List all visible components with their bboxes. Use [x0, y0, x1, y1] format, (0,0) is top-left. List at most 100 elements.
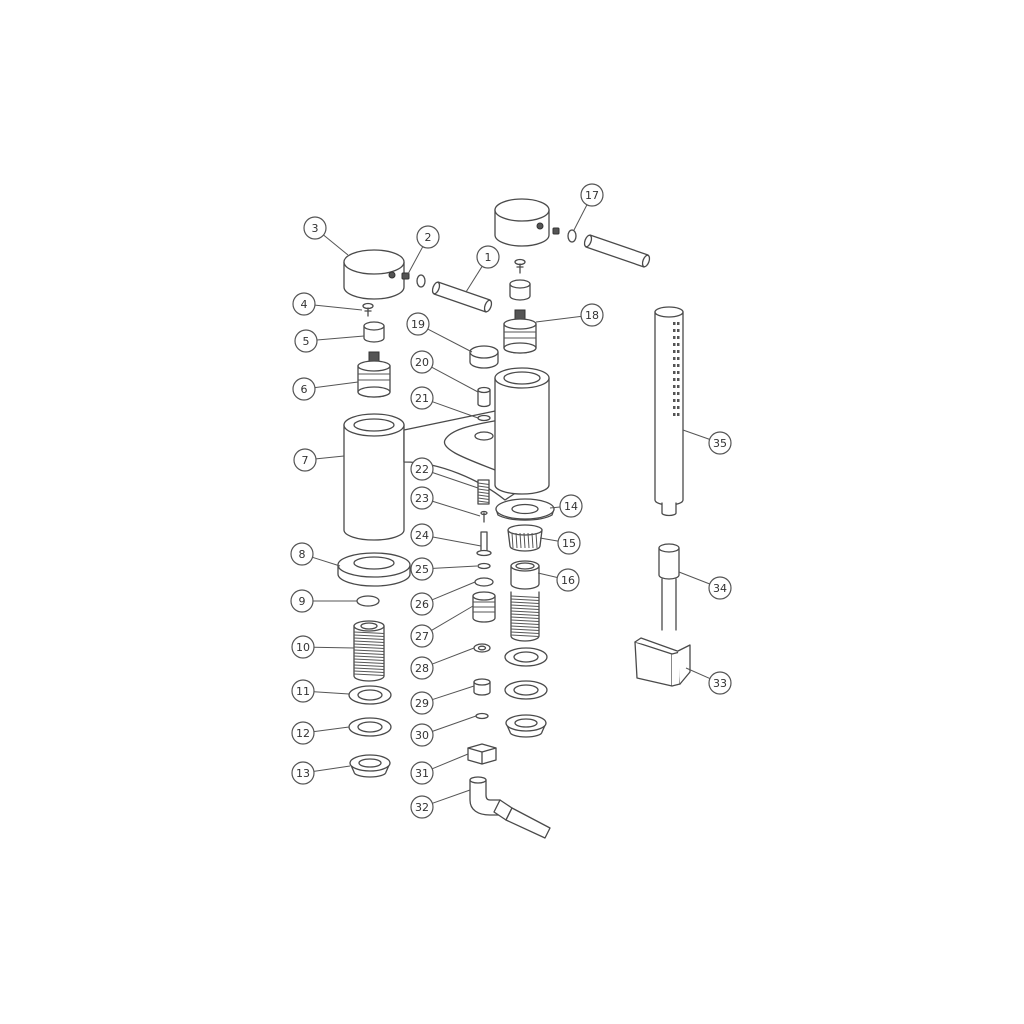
flute-line: [515, 532, 518, 549]
callout-32: 32: [410, 795, 434, 819]
callout-circle: [708, 671, 732, 695]
callout-label: 10: [296, 641, 310, 654]
part-15-fluted-nut: [507, 524, 543, 552]
callout-35: 35: [708, 431, 732, 455]
spray-hole: [673, 343, 676, 346]
callout-8: 8: [290, 542, 314, 566]
thread-line: [510, 619, 540, 622]
callout-circle: [410, 656, 434, 680]
callout-label: 27: [415, 630, 429, 643]
callout-circle: [708, 576, 732, 600]
thread-line: [353, 649, 385, 652]
callout-circle: [290, 589, 314, 613]
leader-line-2: [407, 246, 424, 275]
callout-label: 18: [585, 309, 599, 322]
callout-9: 9: [290, 589, 314, 613]
flute-line: [511, 532, 514, 549]
callout-circle: [476, 245, 500, 269]
thread-line: [510, 613, 540, 616]
callout-circle: [410, 795, 434, 819]
callout-27: 27: [410, 624, 434, 648]
callout-circle: [294, 329, 318, 353]
callout-23: 23: [410, 486, 434, 510]
leader-line-3: [323, 234, 349, 256]
spray-hole: [677, 364, 680, 367]
thread-line: [353, 631, 385, 634]
spray-hole: [673, 322, 676, 325]
thread-line: [510, 631, 540, 634]
callout-label: 24: [415, 529, 429, 542]
part-31-hex-nut: [467, 743, 497, 765]
callout-33: 33: [708, 671, 732, 695]
flute-line: [519, 532, 522, 549]
callout-circle: [559, 494, 583, 518]
spray-hole: [677, 378, 680, 381]
part-13-back-nut: [349, 754, 391, 778]
leader-line-27: [431, 605, 474, 631]
leader-line-11: [313, 691, 350, 695]
spray-hole: [673, 392, 676, 395]
spring-coil: [477, 491, 490, 494]
thread-line: [510, 595, 540, 598]
spring-coil: [477, 485, 490, 488]
thread-line: [353, 634, 385, 637]
callout-label: 2: [425, 231, 432, 244]
thread-line: [353, 667, 385, 670]
spring-coil: [477, 494, 490, 497]
part-12-washer: [348, 717, 392, 737]
callout-6: 6: [292, 377, 316, 401]
leader-line-16: [537, 572, 558, 578]
leader-line-19: [427, 328, 473, 353]
leader-line-15: [539, 537, 559, 542]
thread-line: [353, 640, 385, 643]
leader-line-13: [313, 765, 351, 772]
callout-29: 29: [410, 691, 434, 715]
callout-label: 7: [302, 454, 309, 467]
leader-line-22: [432, 472, 479, 489]
part-right-back-nut: [505, 714, 547, 738]
callout-circle: [410, 592, 434, 616]
thread-line: [353, 658, 385, 661]
thread-line: [353, 646, 385, 649]
callout-circle: [291, 679, 315, 703]
part-2-grub-screw: [401, 272, 410, 280]
spray-hole: [673, 413, 676, 416]
thread-line: [510, 628, 540, 631]
callout-circle: [410, 523, 434, 547]
callout-circle: [410, 723, 434, 747]
spray-hole: [677, 336, 680, 339]
parts-group: [337, 198, 691, 839]
spray-hole: [677, 371, 680, 374]
callout-circle: [290, 542, 314, 566]
part-9-washer: [356, 595, 380, 607]
leader-line-21: [432, 401, 479, 419]
spray-hole: [677, 392, 680, 395]
spray-hole: [673, 336, 676, 339]
callout-label: 16: [561, 574, 575, 587]
leader-line-28: [432, 647, 475, 665]
callout-11: 11: [291, 679, 315, 703]
thread-line: [510, 616, 540, 619]
part-10-threaded-shank: [353, 620, 385, 682]
spray-hole: [677, 357, 680, 360]
callout-circle: [291, 721, 315, 745]
part-right-body: [494, 367, 550, 495]
callout-label: 21: [415, 392, 429, 405]
part-28-small-nut: [473, 643, 491, 653]
callout-12: 12: [291, 721, 315, 745]
part-4-screw: [362, 302, 374, 317]
spray-hole: [673, 350, 676, 353]
callout-label: 33: [713, 677, 727, 690]
leader-lines: [312, 204, 711, 804]
callout-28: 28: [410, 656, 434, 680]
callout-label: 8: [299, 548, 306, 561]
callout-14: 14: [559, 494, 583, 518]
callout-circle: [410, 691, 434, 715]
leader-line-6: [314, 381, 359, 389]
spray-hole: [677, 350, 680, 353]
thread-line: [510, 610, 540, 613]
part-17-washer: [567, 229, 577, 243]
spray-hole: [673, 357, 676, 360]
callout-label: 22: [415, 463, 429, 476]
